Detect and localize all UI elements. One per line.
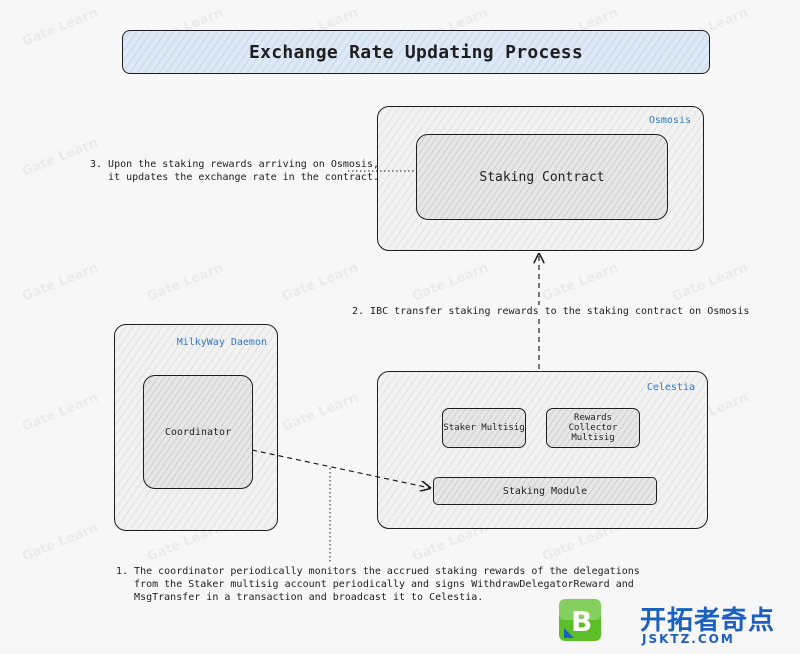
diagram-title: Exchange Rate Updating Process — [248, 41, 584, 63]
brand-name: 开拓者奇点 — [640, 606, 776, 636]
diagram-title-box: Exchange Rate Updating Process — [122, 30, 710, 74]
step2-note: 2. IBC transfer staking rewards to the s… — [350, 305, 752, 318]
celestia-label: Celestia — [646, 382, 695, 393]
staking-contract-label: Staking Contract — [479, 169, 605, 185]
staking-module-box: Staking Module — [433, 477, 657, 505]
staking-module-label: Staking Module — [502, 485, 588, 497]
rewards-collector-multisig-box: Rewards Collector Multisig — [546, 408, 640, 448]
osmosis-label: Osmosis — [648, 115, 691, 126]
staker-multisig-box: Staker Multisig — [442, 408, 526, 448]
rewards-collector-label-line2: Multisig — [571, 433, 615, 443]
milkyway-daemon-label: MilkyWay Daemon — [176, 337, 267, 348]
rewards-collector-label-line1: Rewards Collector — [568, 413, 618, 433]
brand-logo-icon: B — [558, 598, 602, 642]
osmosis-box: Osmosis Staking Contract — [377, 106, 704, 251]
staking-contract-box: Staking Contract — [416, 134, 668, 220]
staker-multisig-label: Staker Multisig — [443, 423, 525, 433]
step1-note: 1. The coordinator periodically monitors… — [116, 566, 640, 603]
celestia-box: Celestia Staker Multisig Rewards Collect… — [377, 371, 708, 529]
brand-domain: JSKTZ.COM — [642, 632, 735, 646]
step3-note: 3. Upon the staking rewards arriving on … — [90, 159, 379, 183]
coordinator-box: Coordinator — [143, 375, 253, 489]
milkyway-daemon-box: MilkyWay Daemon Coordinator — [114, 324, 278, 531]
coordinator-label: Coordinator — [164, 426, 232, 438]
brand-logo-letter: B — [571, 605, 592, 638]
coordinator-to-staking-module-arrow — [251, 449, 430, 488]
